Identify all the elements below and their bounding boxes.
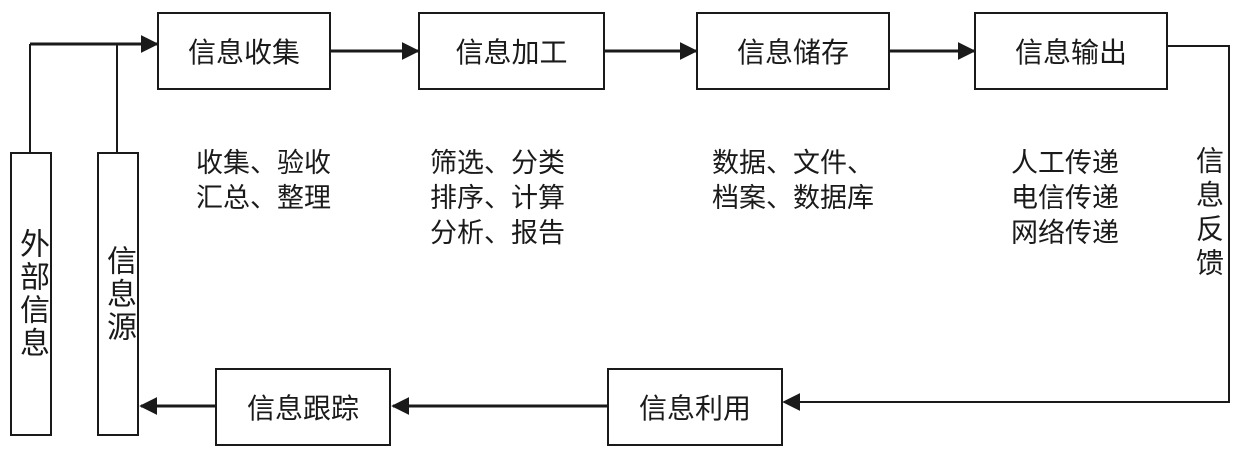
node-external-info: 外部信息: [10, 152, 52, 436]
note-output: 人工传递 电信传递 网络传递: [1011, 146, 1119, 251]
note-process: 筛选、分类 排序、计算 分析、报告: [430, 146, 565, 251]
node-info-process: 信息加工: [418, 12, 605, 90]
note-process-line-3: 分析、报告: [430, 218, 565, 249]
note-store-line-1: 数据、文件、: [712, 148, 874, 179]
note-store: 数据、文件、 档案、数据库: [712, 146, 874, 216]
node-info-source: 信息源: [97, 152, 139, 436]
node-info-store: 信息储存: [696, 12, 890, 90]
feedback-loop-line: [802, 45, 1230, 403]
note-process-line-1: 筛选、分类: [430, 148, 565, 179]
note-collect: 收集、验收 汇总、整理: [196, 146, 331, 216]
node-info-collect: 信息收集: [157, 12, 331, 90]
note-collect-line-1: 收集、验收: [196, 148, 331, 179]
note-collect-line-2: 汇总、整理: [196, 183, 331, 214]
node-info-use: 信息利用: [607, 368, 783, 446]
note-output-line-1: 人工传递: [1011, 148, 1119, 179]
node-info-track: 信息跟踪: [215, 368, 391, 446]
note-process-line-2: 排序、计算: [430, 183, 565, 214]
feedback-label: 信息反馈: [1192, 146, 1225, 282]
node-info-output: 信息输出: [974, 12, 1168, 90]
note-output-line-2: 电信传递: [1011, 183, 1119, 214]
note-output-line-3: 网络传递: [1011, 218, 1119, 249]
note-store-line-2: 档案、数据库: [712, 183, 874, 214]
